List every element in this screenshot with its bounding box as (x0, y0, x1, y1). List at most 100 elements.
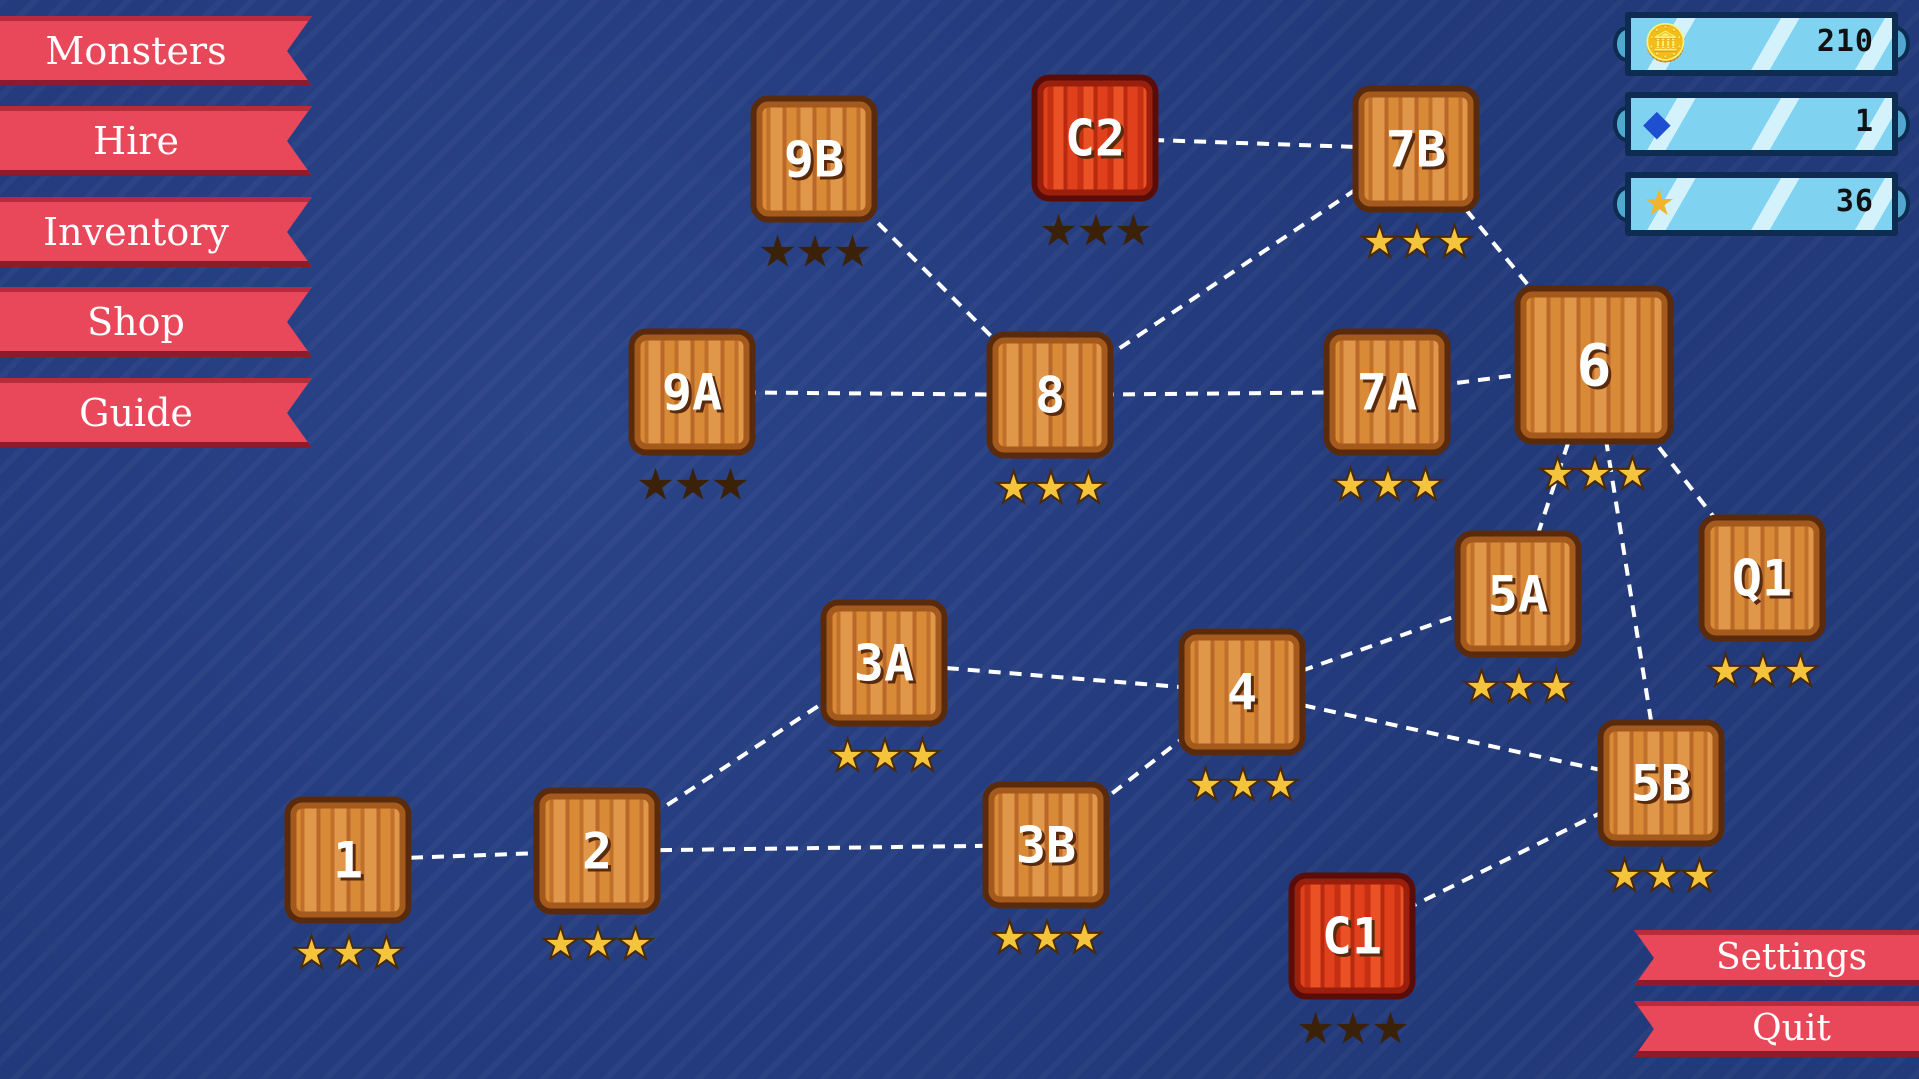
level-door (1178, 628, 1306, 756)
star-filled-icon: ★ (1780, 645, 1822, 697)
star-empty-icon: ★ (1038, 205, 1078, 257)
star-filled-icon: ★ (1068, 462, 1110, 514)
level-node-7a[interactable]: 7A★★★ (1323, 328, 1451, 508)
star-filled-icon: ★ (1434, 216, 1476, 268)
star-filled-icon: ★ (1222, 759, 1264, 811)
level-node-9b[interactable]: 9B★★★ (750, 95, 878, 274)
star-filled-icon: ★ (1064, 912, 1106, 964)
star-empty-icon: ★ (1113, 205, 1153, 257)
shop-button[interactable]: Shop (0, 287, 312, 357)
level-door (1288, 872, 1416, 1000)
star-filled-icon: ★ (1359, 216, 1401, 268)
star-filled-icon: ★ (1641, 850, 1683, 902)
stars-counter: ★ 36 (1613, 172, 1910, 236)
level-stars: ★★★ (1330, 462, 1446, 508)
level-label: C1 (1321, 907, 1383, 965)
level-node-c1[interactable]: C1★★★ (1288, 872, 1416, 1051)
path-2-3B (596, 843, 1047, 853)
counter-plate (1625, 12, 1898, 76)
star-empty-icon: ★ (795, 226, 834, 278)
level-stars: ★★★ (636, 463, 750, 508)
level-door (1323, 328, 1451, 456)
level-door (1031, 74, 1159, 202)
level-node-q1[interactable]: Q1★★★ (1698, 514, 1826, 694)
quit-button[interactable]: Quit (1634, 1001, 1919, 1057)
level-label: 8 (1034, 366, 1066, 424)
level-node-c2[interactable]: C2★★★ (1031, 74, 1159, 253)
level-door (533, 787, 661, 915)
level-node-9a[interactable]: 9A ★★★ (628, 328, 756, 507)
star-filled-icon: ★ (1705, 645, 1747, 697)
inventory-button[interactable]: Inventory (0, 197, 312, 267)
stars-value: 36 (1835, 184, 1874, 219)
star-filled-icon: ★ (993, 462, 1035, 514)
level-node-5b[interactable]: 5B★★★ (1597, 719, 1725, 899)
level-stars: ★★★ (291, 930, 407, 976)
level-node-4[interactable]: 4★★★ (1178, 628, 1306, 808)
star-filled-icon: ★ (615, 918, 657, 970)
star-filled-icon: ★ (328, 927, 370, 979)
star-filled-icon: ★ (1574, 448, 1616, 500)
coins-counter: 🪙 210 (1613, 12, 1910, 76)
level-label: 5A (1487, 565, 1549, 623)
level-door (1514, 285, 1674, 445)
star-filled-icon: ★ (864, 730, 906, 782)
star-filled-icon: ★ (1612, 448, 1654, 500)
level-stars: ★★★ (1604, 853, 1720, 899)
level-label: 9B (783, 130, 845, 188)
level-stars: ★★★ (540, 921, 656, 967)
guide-button[interactable]: Guide (0, 378, 312, 448)
level-node-2[interactable]: 2 ★★★ (533, 787, 661, 967)
star-filled-icon: ★ (1396, 216, 1438, 268)
level-door (1597, 719, 1725, 847)
level-stars: ★★★ (1461, 664, 1577, 710)
coins-icon: 🪙 (1643, 23, 1688, 64)
path-5B-C1 (1351, 781, 1662, 938)
monsters-button[interactable]: Monsters (0, 16, 312, 86)
level-label: 2 (581, 822, 613, 880)
counter-plate (1625, 92, 1898, 156)
level-node-7b[interactable]: 7B★★★ (1352, 85, 1480, 265)
settings-button[interactable]: Settings (1634, 930, 1919, 986)
star-filled-icon: ★ (1536, 661, 1578, 713)
star-filled-icon: ★ (1185, 759, 1227, 811)
level-door (284, 796, 412, 924)
level-stars: ★★★ (1537, 451, 1653, 497)
level-stars: ★★★ (989, 915, 1105, 961)
level-node-8[interactable]: 8★★★ (986, 331, 1114, 511)
level-node-1[interactable]: 1★★★ (284, 796, 412, 976)
coins-value: 210 (1816, 24, 1874, 59)
path-2-3A (595, 661, 886, 853)
star-empty-icon: ★ (673, 459, 712, 511)
star-empty-icon: ★ (710, 459, 750, 511)
hire-button[interactable]: Hire (0, 106, 312, 176)
level-node-3b[interactable]: 3B★★★ (982, 781, 1110, 961)
star-filled-icon: ★ (1030, 462, 1072, 514)
star-filled-icon: ★ (1405, 459, 1447, 511)
star-icon: ★ (1643, 183, 1676, 224)
level-node-6[interactable]: 6★★★ (1514, 285, 1674, 497)
level-node-5a[interactable]: 5A ★★★ (1454, 530, 1582, 710)
star-empty-icon: ★ (1370, 1003, 1410, 1055)
star-filled-icon: ★ (1604, 850, 1646, 902)
gems-value: 1 (1854, 104, 1874, 139)
level-stars: ★★★ (827, 733, 943, 779)
level-label: 9A (661, 363, 723, 421)
star-filled-icon: ★ (902, 730, 944, 782)
star-filled-icon: ★ (366, 927, 408, 979)
level-label: C2 (1064, 109, 1126, 167)
level-stars: ★★★ (1185, 762, 1301, 808)
level-door (986, 331, 1114, 459)
level-door (1352, 85, 1480, 213)
star-empty-icon: ★ (635, 459, 675, 511)
level-node-3a[interactable]: 3A ★★★ (820, 599, 948, 779)
star-empty-icon: ★ (757, 226, 797, 278)
level-door (750, 95, 878, 223)
star-filled-icon: ★ (291, 927, 333, 979)
level-label: 3A (853, 634, 915, 692)
star-filled-icon: ★ (1498, 661, 1540, 713)
level-stars: ★★★ (1359, 219, 1475, 265)
star-filled-icon: ★ (1260, 759, 1302, 811)
level-stars: ★★★ (1705, 648, 1821, 694)
level-label: 4 (1226, 663, 1258, 721)
